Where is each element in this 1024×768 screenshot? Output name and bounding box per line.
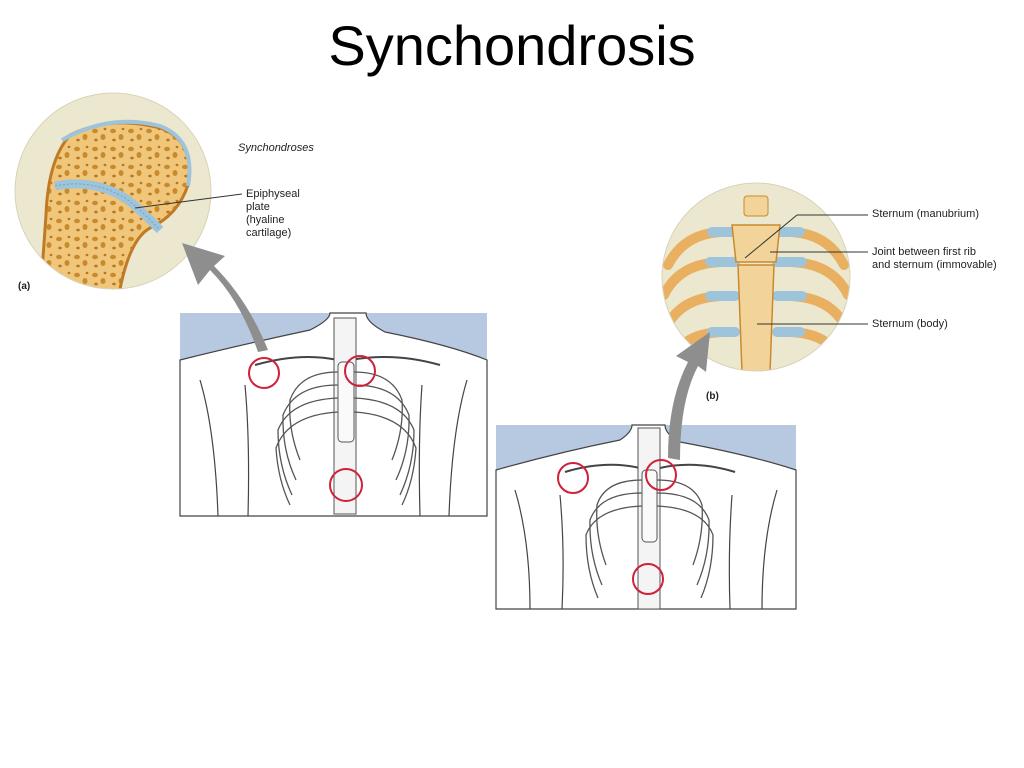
epiphyseal-plate-label-line: Epiphyseal [246,188,300,200]
bone-end-inset [14,92,243,290]
arrow-a [182,243,268,352]
synchondroses-heading: Synchondroses [238,142,314,154]
arrow-b [668,332,710,460]
epiphyseal-plate-label-line: cartilage) [246,227,292,239]
torso-figure-b [495,424,797,610]
panel-a-tag: (a) [18,281,31,292]
sternum-body-label: Sternum (body) [872,318,948,330]
sternum-manubrium-label: Sternum (manubrium) [872,208,979,220]
sternum-inset [661,182,868,372]
first-rib-joint-label-line2: and sternum (immovable) [872,259,997,271]
epiphyseal-plate-label-line: (hyaline [246,214,285,226]
torso-figure-a [179,312,488,517]
panel-b-tag: (b) [706,391,719,402]
first-rib-joint-label-line1: Joint between first rib [872,246,976,258]
epiphyseal-plate-label: Epiphyseal plate (hyaline cartilage) [246,188,300,240]
slide-title: Synchondrosis [328,14,696,77]
epiphyseal-plate-label-line: plate [246,201,270,213]
